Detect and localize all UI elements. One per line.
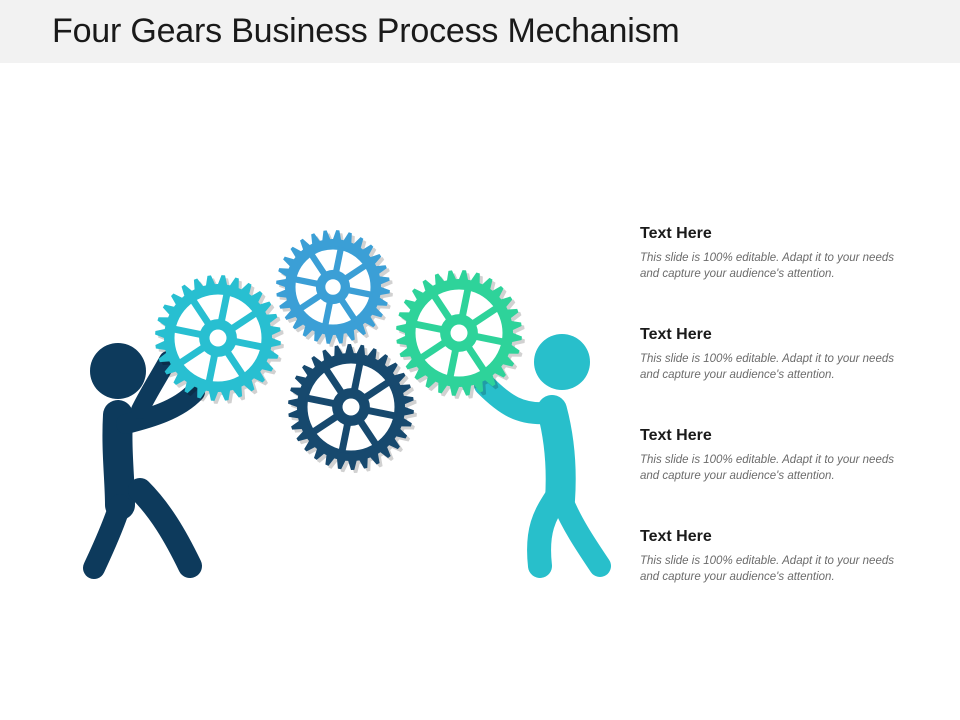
- left-figure-icon: [83, 343, 205, 579]
- gear-navy-icon: [288, 344, 417, 473]
- item-body: This slide is 100% editable. Adapt it to…: [640, 252, 894, 280]
- left-figure-head: [90, 343, 146, 399]
- gear-green-icon: [396, 270, 525, 399]
- item-body: This slide is 100% editable. Adapt it to…: [640, 353, 894, 381]
- right-figure-head: [534, 334, 590, 390]
- left-figure-leg-front: [128, 478, 202, 578]
- item-heading: Text Here: [640, 427, 712, 444]
- text-item: Text Here This slide is 100% editable. A…: [640, 527, 940, 585]
- left-figure-arm-upper: [131, 351, 177, 419]
- right-figure-icon: [474, 334, 611, 578]
- text-item: Text Here This slide is 100% editable. A…: [640, 325, 940, 383]
- item-body: This slide is 100% editable. Adapt it to…: [640, 555, 894, 583]
- item-heading: Text Here: [640, 326, 712, 343]
- right-figure-leg-front: [551, 489, 611, 577]
- text-item: Text Here This slide is 100% editable. A…: [640, 224, 940, 282]
- item-heading: Text Here: [640, 225, 712, 242]
- right-figure-leg-back: [527, 486, 568, 578]
- text-item: Text Here This slide is 100% editable. A…: [640, 426, 940, 484]
- left-figure-leg-back: [83, 494, 131, 579]
- title-bar: Four Gears Business Process Mechanism: [0, 0, 960, 63]
- item-body: This slide is 100% editable. Adapt it to…: [640, 454, 894, 482]
- gear-blue-icon: [276, 230, 393, 347]
- item-heading: Text Here: [640, 528, 712, 545]
- gear-cyan-icon: [155, 275, 284, 404]
- slide-title: Four Gears Business Process Mechanism: [52, 12, 680, 50]
